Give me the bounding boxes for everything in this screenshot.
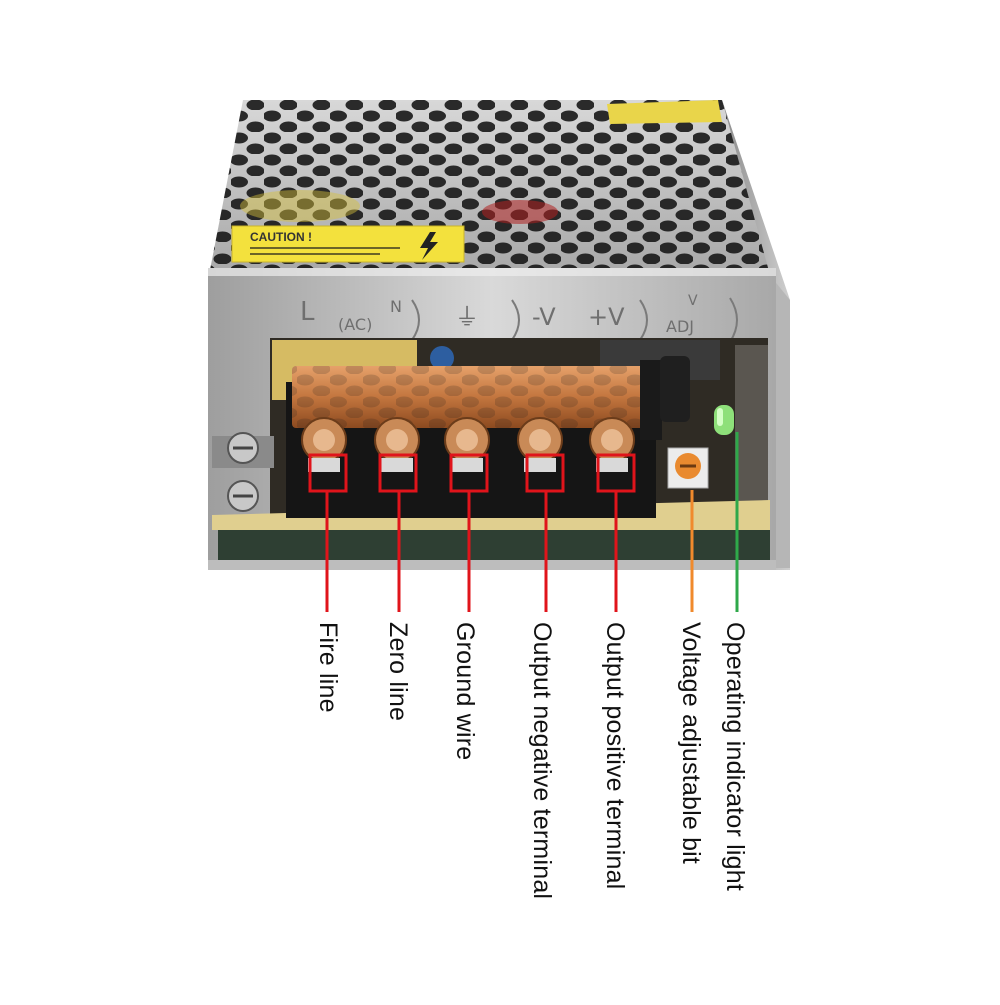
callout-label-zero-line: Zero line [384,622,412,722]
embossed-markings: L (AC) N ⏚ -V +V ADJ V [300,293,698,336]
terminal-clamp-plate [596,458,628,472]
svg-text:+V: +V [588,303,625,331]
terminal-screw-head [529,429,551,451]
mounting-screw-icon [212,432,274,512]
callouts [308,432,739,612]
terminal-screw-head [601,429,623,451]
terminal-screw-head [313,429,335,451]
callout-label-ground-wire: Ground wire [451,622,479,761]
callout-label-indicator-light: Operating indicator light [721,622,749,892]
terminal-clamp-plate [308,458,340,472]
callout-label-output-positive: Output positive terminal [601,622,629,890]
svg-text:(AC): (AC) [338,315,372,334]
terminal-screw-head [456,429,478,451]
svg-text:N: N [390,297,402,316]
terminal-clamp-plate [524,458,556,472]
svg-text:ADJ: ADJ [666,317,694,336]
terminal-screw-head [386,429,408,451]
svg-text:-V: -V [532,303,556,331]
svg-text:V: V [688,293,698,309]
callout-label-voltage-adjust: Voltage adjustable bit [677,622,705,865]
callout-label-fire-line: Fire line [314,622,342,713]
potentiometer-icon [667,447,709,489]
terminal-clamp-plate [451,458,483,472]
terminal-clamp-plate [381,458,413,472]
indicator-led-icon [714,405,734,435]
lightning-icon [420,232,438,260]
svg-text:L: L [300,297,315,327]
svg-text:⏚: ⏚ [455,303,479,331]
terminal-screws [301,417,635,472]
caution-sticker: CAUTION ! [231,225,465,263]
callout-label-output-negative: Output negative terminal [528,622,556,900]
caution-label: CAUTION ! [250,230,312,244]
